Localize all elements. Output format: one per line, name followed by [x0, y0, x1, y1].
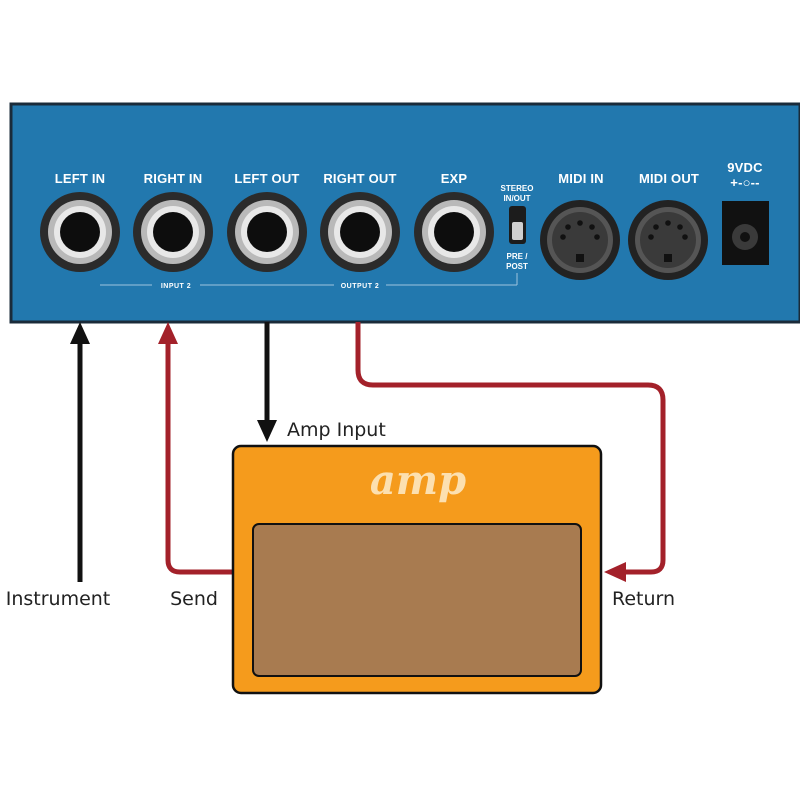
send-cable: [158, 322, 233, 575]
power-polarity-label: +-○--: [730, 175, 759, 190]
instrument-cable: [70, 322, 90, 582]
output-2-label: OUTPUT 2: [341, 283, 380, 290]
switch-label-pre: PRE /: [507, 252, 529, 261]
midi-in-jack[interactable]: [540, 200, 620, 280]
return-cable: [355, 322, 666, 582]
switch-label-post: POST: [506, 262, 528, 271]
send-label: Send: [170, 588, 218, 610]
stereo-pre-post-toggle-switch[interactable]: [509, 206, 526, 244]
midi-out-label: MIDI OUT: [639, 171, 699, 186]
power-jack[interactable]: [722, 201, 769, 265]
jack-left-in[interactable]: [40, 192, 120, 272]
amp-input-cable: [257, 322, 277, 442]
jack-label-right-out: RIGHT OUT: [323, 171, 396, 186]
amp-logo: amp: [370, 457, 466, 504]
jack-exp[interactable]: [414, 192, 494, 272]
return-label: Return: [612, 588, 675, 610]
midi-out-jack[interactable]: [628, 200, 708, 280]
amp-input-label: Amp Input: [287, 419, 386, 441]
power-label: 9VDC: [727, 160, 763, 175]
jack-right-out[interactable]: [320, 192, 400, 272]
input-2-label: INPUT 2: [161, 283, 191, 290]
jack-label-exp: EXP: [441, 171, 468, 186]
amp-grille: [252, 523, 582, 677]
midi-in-label: MIDI IN: [558, 171, 603, 186]
switch-label-in-out: IN/OUT: [503, 194, 530, 203]
amp: amp: [231, 444, 603, 695]
input-output-2-bracket: [100, 273, 518, 286]
jack-label-left-out: LEFT OUT: [234, 171, 299, 186]
jack-right-in[interactable]: [133, 192, 213, 272]
jack-left-out[interactable]: [227, 192, 307, 272]
jack-label-right-in: RIGHT IN: [144, 171, 203, 186]
jack-label-left-in: LEFT IN: [55, 171, 106, 186]
switch-label-stereo: STEREO: [501, 184, 534, 193]
instrument-label: Instrument: [6, 588, 111, 610]
